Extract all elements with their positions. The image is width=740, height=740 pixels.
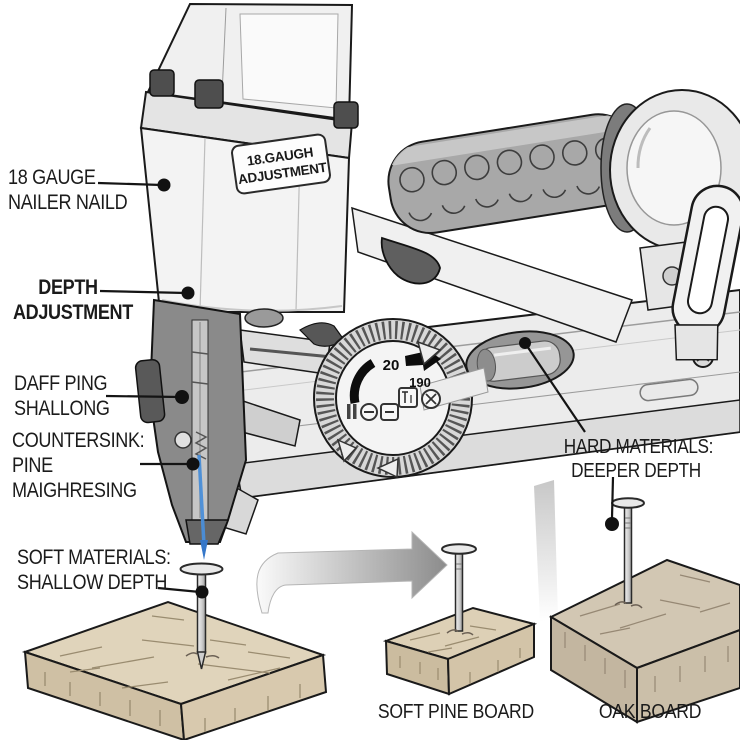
callout-gauge: 18 GAUGE NAILER NAILD: [8, 166, 128, 216]
oak-board: [548, 558, 740, 724]
callout-depth-line1: DEPTH: [38, 276, 98, 299]
magazine-slot: [639, 378, 699, 402]
dial-value-high: 190: [409, 375, 431, 390]
nail-pine: [441, 543, 477, 636]
head-bolts: [149, 69, 359, 129]
callout-soft-line2: SHALLOW DEPTH: [17, 570, 168, 594]
leader-lines: [97, 181, 615, 594]
drive-linkage: [239, 308, 345, 447]
callout-daff-ping: DAFF PING SHALLONG: [14, 372, 110, 422]
callout-countersink-line1: COUNTERSINK:: [12, 429, 145, 452]
dial-icons: [347, 387, 441, 421]
wood-grain: [564, 574, 731, 692]
callout-countersink: COUNTERSINK: PINE MAIGHRESING: [12, 429, 145, 503]
handle-grip: [386, 112, 642, 235]
label-oak-board: OAK BOARD: [598, 701, 702, 723]
dial-arc: [349, 359, 376, 404]
callout-gauge-line2: NAILER NAILD: [8, 190, 128, 214]
label-soft-pine-board: SOFT PINE BOARD: [377, 701, 534, 723]
callout-depth: DEPTH ADJUSTMENT: [12, 276, 133, 326]
callout-hard-line2: DEEPER DEPTH: [571, 459, 701, 482]
trigger: [380, 236, 441, 285]
callout-depth-line2: ADJUSTMENT: [12, 300, 133, 324]
soft-pine-board: [382, 606, 538, 696]
callout-countersink-line3: MAIGHRESING: [12, 478, 137, 502]
nail-depth-icon: [398, 387, 418, 408]
nail-oak: [611, 497, 645, 609]
callout-daff-line1: DAFF PING: [14, 372, 108, 395]
dial-value-low: 20: [383, 357, 400, 374]
callout-gauge-line1: 18 GAUGE: [8, 166, 96, 189]
callout-countersink-line2: PINE: [12, 453, 53, 477]
callout-daff-line2: SHALLONG: [14, 396, 110, 420]
nail-shallow: [179, 562, 224, 670]
wood-grain: [399, 625, 521, 684]
laser-beam: [197, 454, 208, 560]
callout-hard-materials: HARD MATERIALS: DEEPER DEPTH: [563, 436, 714, 483]
right-arrow-icon: [256, 530, 448, 614]
handle-underside: [351, 206, 633, 343]
callout-hard-line1: HARD MATERIALS:: [563, 436, 714, 458]
depth-dial: 20 190: [313, 318, 489, 479]
dial-rotation-arrows: [336, 340, 442, 479]
callout-soft-materials: SOFT MATERIALS: SHALLOW DEPTH: [17, 546, 171, 596]
gauge-adjustment-plate: 18.GAUGH ADJUSTMENT: [231, 133, 331, 195]
leader-dots: [157, 178, 619, 599]
oak-shadow: [534, 480, 558, 622]
belt-hook: [671, 184, 740, 361]
soft-board-large: [21, 600, 328, 740]
wood-grain: [44, 615, 301, 732]
nose-piece: [134, 298, 248, 545]
tool-head: 18.GAUGH ADJUSTMENT: [139, 2, 359, 313]
callout-soft-line1: SOFT MATERIALS:: [17, 546, 171, 569]
